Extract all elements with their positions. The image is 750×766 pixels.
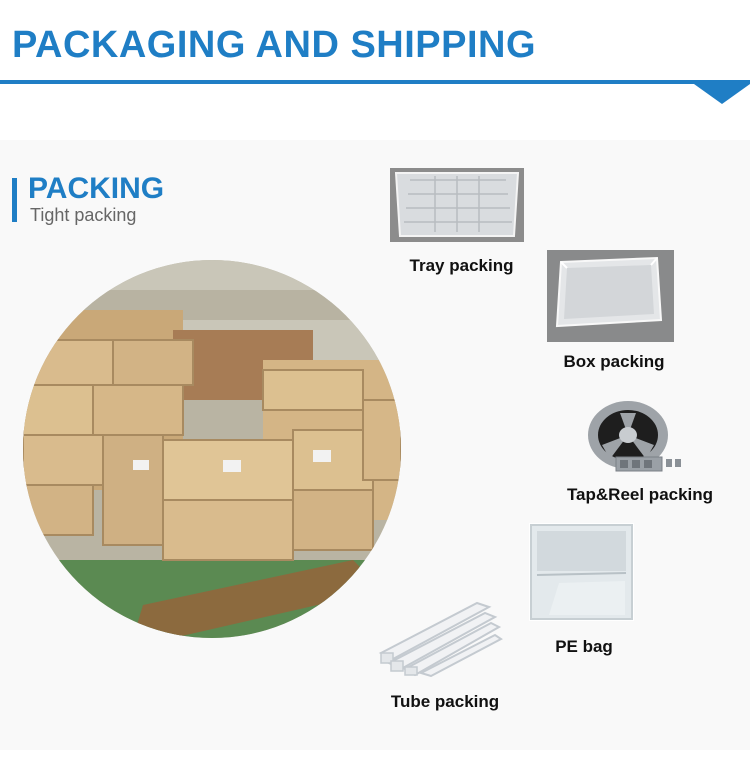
tape-and-reel-image bbox=[580, 397, 690, 477]
pe-bag-label: PE bag bbox=[555, 637, 613, 656]
box-packing-image bbox=[547, 250, 674, 342]
pe-bag-image bbox=[529, 523, 634, 621]
section-accent-bar bbox=[12, 178, 17, 222]
box-packing-label: Box packing bbox=[563, 352, 665, 371]
tape-and-reel-label: Tap&Reel packing bbox=[566, 485, 714, 504]
tube-packing-label: Tube packing bbox=[390, 692, 500, 711]
section-subtitle: Tight packing bbox=[30, 205, 137, 225]
section-title: PACKING bbox=[28, 172, 165, 205]
tray-packing-image bbox=[390, 168, 524, 242]
banner-arrow-icon bbox=[694, 84, 750, 104]
title-underline bbox=[0, 80, 750, 84]
tray-packing-label: Tray packing bbox=[409, 256, 514, 275]
warehouse-photo bbox=[23, 260, 401, 638]
page-title: PACKAGING AND SHIPPING bbox=[12, 24, 537, 66]
tube-packing-image bbox=[377, 595, 503, 678]
